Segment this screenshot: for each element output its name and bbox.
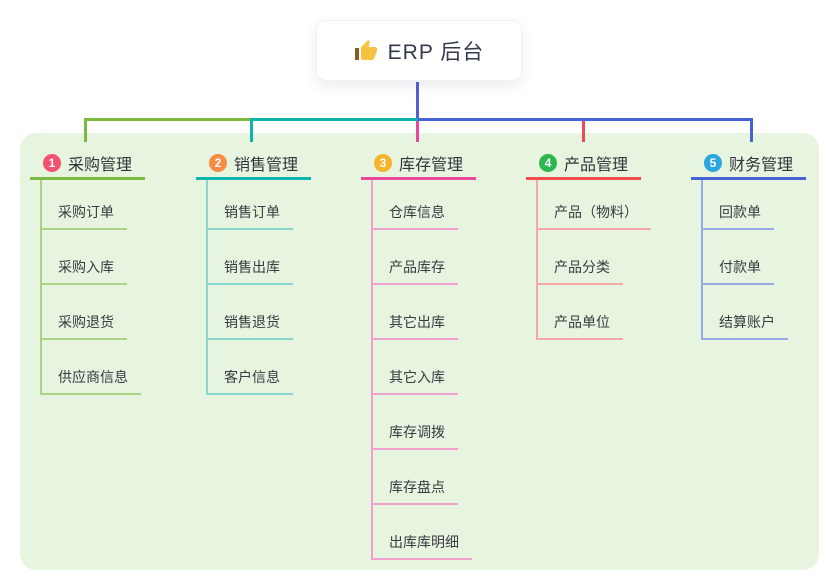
child-node[interactable]: 库存调拨: [373, 395, 458, 450]
root-label: ERP 后台: [387, 40, 485, 64]
branch-index-badge: 2: [209, 153, 227, 172]
branch-header[interactable]: 2 销售管理: [196, 148, 311, 180]
child-label: 付款单: [719, 259, 761, 275]
thumbs-up-icon: [354, 39, 378, 63]
child-node[interactable]: 供应商信息: [42, 340, 141, 395]
child-label: 结算账户: [719, 314, 775, 330]
child-node[interactable]: 产品分类: [538, 230, 623, 285]
child-label: 其它入库: [389, 369, 445, 385]
child-node[interactable]: 回款单: [703, 180, 774, 230]
child-label: 其它出库: [389, 314, 445, 330]
child-label: 销售订单: [224, 204, 280, 220]
branch-index-badge: 1: [43, 153, 61, 172]
child-node[interactable]: 采购订单: [42, 180, 127, 230]
connector-drop-4: [582, 118, 585, 142]
branch-children: 产品（物料） 产品分类 产品单位: [536, 180, 651, 340]
branch-label: 采购管理: [68, 156, 133, 174]
branch-label: 库存管理: [399, 156, 464, 174]
child-node[interactable]: 出库库明细: [373, 505, 472, 560]
branch-index-badge: 5: [704, 153, 722, 172]
child-node[interactable]: 客户信息: [208, 340, 293, 395]
connector-bus-right: [418, 118, 753, 121]
child-label: 采购入库: [58, 259, 114, 275]
child-node[interactable]: 其它入库: [373, 340, 458, 395]
child-node[interactable]: 结算账户: [703, 285, 788, 340]
branch-2: 2 销售管理 销售订单 销售出库 销售退货 客户信息: [196, 148, 311, 395]
child-label: 出库库明细: [389, 534, 459, 550]
child-label: 客户信息: [224, 369, 280, 385]
child-label: 销售出库: [224, 259, 280, 275]
branch-header[interactable]: 3 库存管理: [361, 148, 476, 180]
child-node[interactable]: 仓库信息: [373, 180, 458, 230]
branch-label: 产品管理: [564, 156, 629, 174]
branch-header[interactable]: 5 财务管理: [691, 148, 806, 180]
child-label: 产品单位: [554, 314, 610, 330]
child-node[interactable]: 其它出库: [373, 285, 458, 340]
child-label: 采购退货: [58, 314, 114, 330]
child-label: 库存调拨: [389, 424, 445, 440]
connector-bus-midleft: [250, 118, 418, 121]
branch-1: 1 采购管理 采购订单 采购入库 采购退货 供应商信息: [30, 148, 145, 395]
child-label: 产品（物料）: [554, 204, 638, 220]
branch-children: 销售订单 销售出库 销售退货 客户信息: [206, 180, 293, 395]
connector-bus-left: [84, 118, 253, 121]
child-node[interactable]: 销售退货: [208, 285, 293, 340]
branch-children: 回款单 付款单 结算账户: [701, 180, 788, 340]
child-label: 回款单: [719, 204, 761, 220]
child-label: 销售退货: [224, 314, 280, 330]
child-node[interactable]: 库存盘点: [373, 450, 458, 505]
connector-drop-5: [750, 118, 753, 142]
child-node[interactable]: 销售订单: [208, 180, 293, 230]
child-label: 采购订单: [58, 204, 114, 220]
connector-drop-2: [250, 118, 253, 142]
branch-5: 5 财务管理 回款单 付款单 结算账户: [691, 148, 806, 340]
root-node[interactable]: ERP 后台: [316, 20, 522, 81]
child-node[interactable]: 产品库存: [373, 230, 458, 285]
branches-panel: [20, 133, 819, 570]
branch-4: 4 产品管理 产品（物料） 产品分类 产品单位: [526, 148, 651, 340]
child-label: 库存盘点: [389, 479, 445, 495]
child-label: 产品分类: [554, 259, 610, 275]
branch-header[interactable]: 1 采购管理: [30, 148, 145, 180]
branch-3: 3 库存管理 仓库信息 产品库存 其它出库 其它入库 库存调拨 库存盘点 出库库…: [361, 148, 476, 560]
child-node[interactable]: 产品单位: [538, 285, 623, 340]
connector-drop-3: [416, 118, 419, 142]
child-node[interactable]: 采购入库: [42, 230, 127, 285]
child-node[interactable]: 采购退货: [42, 285, 127, 340]
child-node[interactable]: 产品（物料）: [538, 180, 651, 230]
branch-index-badge: 3: [374, 153, 392, 172]
branch-index-badge: 4: [539, 153, 557, 172]
child-label: 产品库存: [389, 259, 445, 275]
branch-header[interactable]: 4 产品管理: [526, 148, 641, 180]
child-node[interactable]: 付款单: [703, 230, 774, 285]
connector-drop-1: [84, 118, 87, 142]
child-label: 供应商信息: [58, 369, 128, 385]
child-node[interactable]: 销售出库: [208, 230, 293, 285]
connector-root-drop: [416, 82, 419, 121]
branch-label: 财务管理: [729, 156, 794, 174]
branch-children: 采购订单 采购入库 采购退货 供应商信息: [40, 180, 141, 395]
branch-children: 仓库信息 产品库存 其它出库 其它入库 库存调拨 库存盘点 出库库明细: [371, 180, 472, 560]
branch-label: 销售管理: [234, 156, 299, 174]
child-label: 仓库信息: [389, 204, 445, 220]
